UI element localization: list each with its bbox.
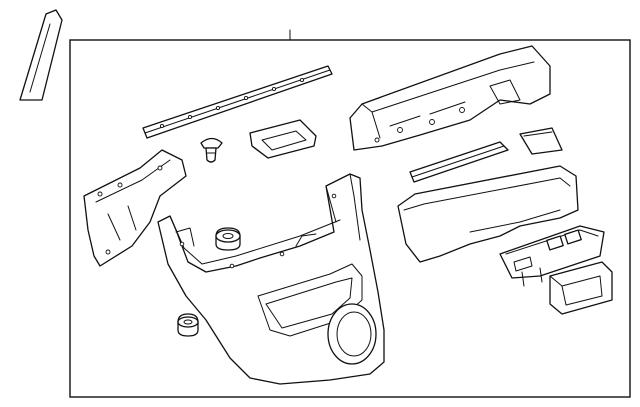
push-clip[interactable] <box>200 137 223 163</box>
upper-trim-bracket[interactable] <box>349 45 551 151</box>
small-cap[interactable] <box>519 127 563 155</box>
switch-bezel[interactable] <box>549 261 613 315</box>
pull-handle-cup[interactable] <box>249 119 317 159</box>
door-panel-main[interactable] <box>157 173 385 385</box>
armrest-top[interactable] <box>397 165 579 263</box>
pillar-trim[interactable] <box>19 9 63 101</box>
bottom-bumper[interactable] <box>177 313 199 337</box>
window-switch-plate[interactable] <box>499 225 605 287</box>
diagram-frame <box>69 39 631 398</box>
trim-strip[interactable] <box>142 65 333 139</box>
mounting-bumper[interactable] <box>215 227 241 251</box>
armrest-base[interactable] <box>83 149 187 267</box>
bolster-strip[interactable] <box>409 141 509 183</box>
